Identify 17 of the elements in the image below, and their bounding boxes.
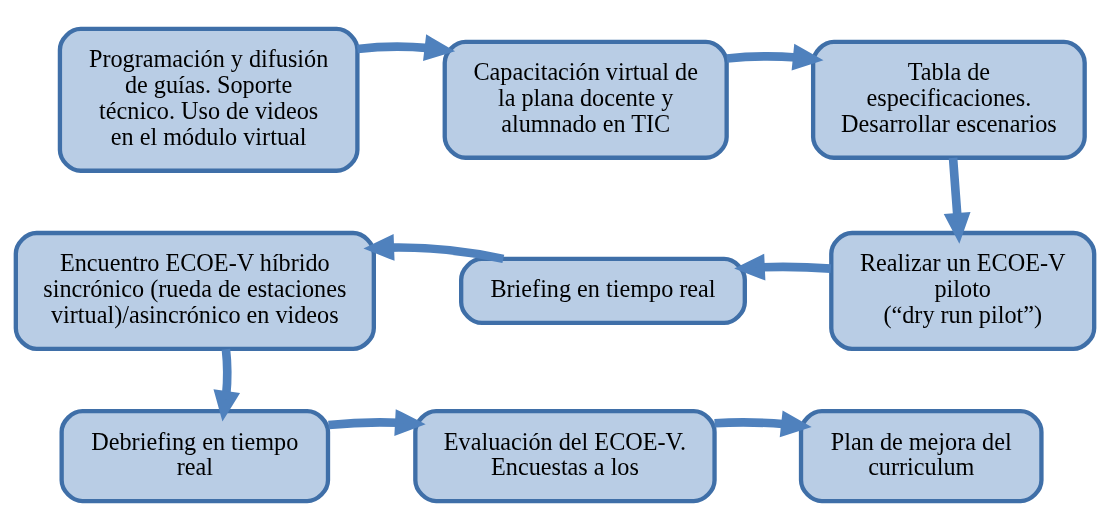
arrow xyxy=(714,410,812,437)
arrow xyxy=(363,233,505,263)
node-box: Briefing en tiempo real xyxy=(459,256,747,325)
arrow xyxy=(943,157,971,244)
node-box: Tabla de especificaciones. Desarrollar escenarios xyxy=(810,39,1087,160)
node-box: Programación y difusión de guías. Soporte técnico. Uso de videos en el módulo virtual xyxy=(57,26,360,173)
arrow xyxy=(328,408,426,436)
node-box: Plan de mejora del curriculum xyxy=(798,408,1044,503)
node-box: Debriefing en tiempo real xyxy=(59,408,331,503)
node-box: Capacitación virtual de la plana docente y alumnado en TIC xyxy=(442,39,729,160)
node-box: Evaluación del ECOE-V. Encuestas a los xyxy=(413,408,717,503)
node-box: Realizar un ECOE-V piloto (“dry run pilot”) xyxy=(829,230,1097,351)
arrow xyxy=(213,348,241,422)
arrow xyxy=(734,253,832,281)
arrow xyxy=(726,43,824,70)
arrow xyxy=(356,33,456,61)
node-box: Encuentro ECOE-V híbrido sincrónico (rueda de estaciones virtual)/asincrónico en videos xyxy=(13,230,376,351)
